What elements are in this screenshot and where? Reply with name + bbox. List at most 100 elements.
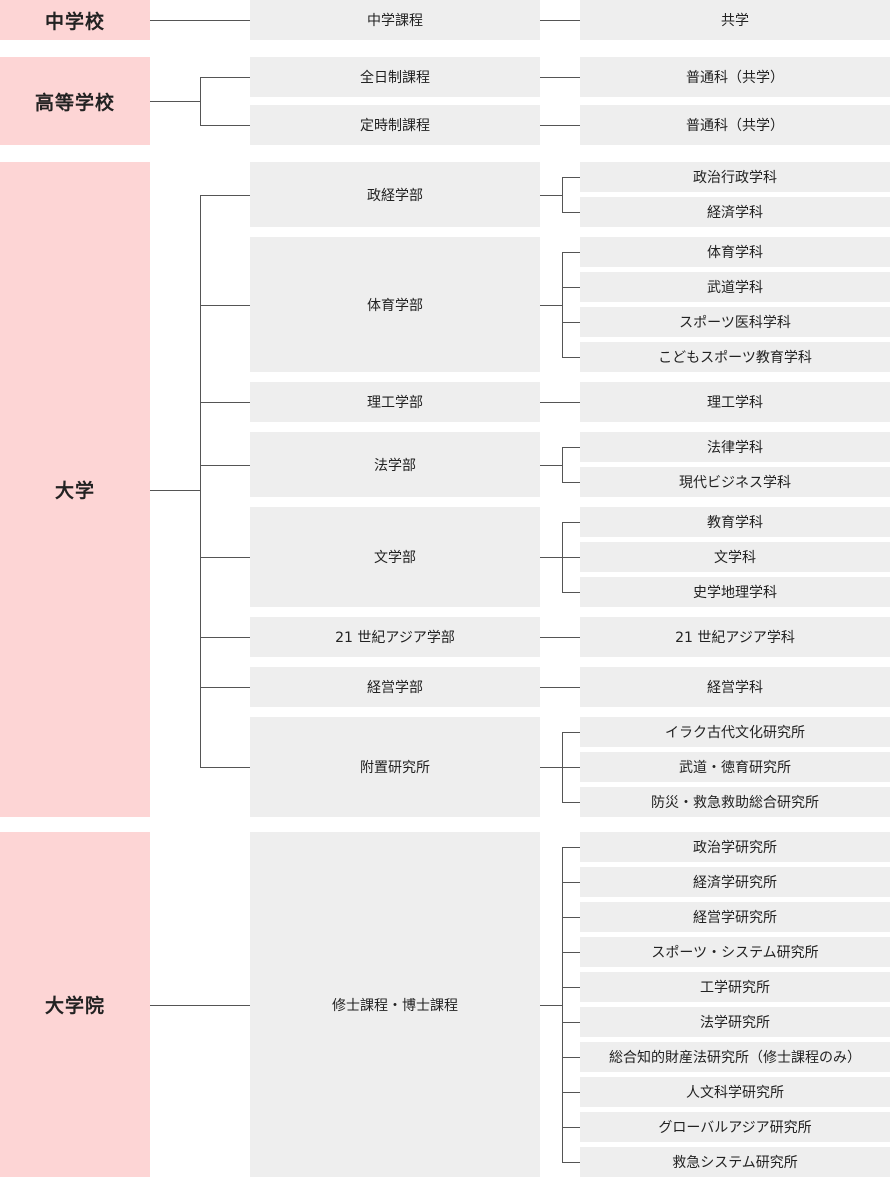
connector-line (562, 952, 580, 953)
connector-line (562, 322, 580, 323)
connector-line (562, 987, 580, 988)
department-box: イラク古代文化研究所 (580, 717, 890, 747)
connector-line (562, 847, 580, 848)
connector-line (200, 557, 250, 558)
department-box: 政治行政学科 (580, 162, 890, 192)
department-box: 史学地理学科 (580, 577, 890, 607)
connector-line (562, 1022, 580, 1023)
connector-line (200, 465, 250, 466)
unit-box: 全日制課程 (250, 57, 540, 97)
connector-line (562, 767, 580, 768)
unit-box: 修士課程・博士課程 (250, 832, 540, 1177)
department-box: 普通科（共学） (580, 105, 890, 145)
connector-line (562, 847, 563, 1163)
department-box: スポーツ医科学科 (580, 307, 890, 337)
connector-line (562, 252, 563, 358)
department-box: 武道学科 (580, 272, 890, 302)
connector-line (200, 77, 201, 126)
department-box: 防災・救急救助総合研究所 (580, 787, 890, 817)
department-box: 政治学研究所 (580, 832, 890, 862)
connector-line (540, 77, 580, 78)
department-box: 理工学科 (580, 382, 890, 422)
connector-line (540, 20, 580, 21)
connector-line (540, 305, 562, 306)
department-box: 法学研究所 (580, 1007, 890, 1037)
unit-box: 理工学部 (250, 382, 540, 422)
connector-line (562, 917, 580, 918)
department-box: 経営学科 (580, 667, 890, 707)
connector-line (540, 557, 562, 558)
connector-line (562, 557, 580, 558)
connector-line (562, 732, 580, 733)
connector-line (200, 402, 250, 403)
connector-line (200, 195, 250, 196)
connector-line (562, 357, 580, 358)
unit-box: 政経学部 (250, 162, 540, 227)
connector-line (200, 77, 250, 78)
connector-line (562, 177, 563, 213)
department-box: 人文科学研究所 (580, 1077, 890, 1107)
connector-line (562, 882, 580, 883)
connector-line (540, 402, 580, 403)
connector-line (562, 447, 563, 483)
department-box: 工学研究所 (580, 972, 890, 1002)
unit-box: 文学部 (250, 507, 540, 607)
department-box: 21 世紀アジア学科 (580, 617, 890, 657)
connector-line (200, 125, 250, 126)
unit-box: 定時制課程 (250, 105, 540, 145)
unit-box: 中学課程 (250, 0, 540, 40)
connector-line (562, 1092, 580, 1093)
department-box: スポーツ・システム研究所 (580, 937, 890, 967)
connector-line (562, 802, 580, 803)
department-box: 共学 (580, 0, 890, 40)
department-box: 総合知的財産法研究所（修士課程のみ） (580, 1042, 890, 1072)
connector-line (200, 767, 250, 768)
unit-box: 法学部 (250, 432, 540, 497)
department-box: 教育学科 (580, 507, 890, 537)
connector-line (540, 1005, 562, 1006)
connector-line (562, 287, 580, 288)
connector-line (200, 195, 201, 768)
department-box: 経済学科 (580, 197, 890, 227)
unit-box: 附置研究所 (250, 717, 540, 817)
department-box: 文学科 (580, 542, 890, 572)
connector-line (562, 212, 580, 213)
connector-line (540, 637, 580, 638)
connector-line (540, 687, 580, 688)
institution-box: 大学院 (0, 832, 150, 1177)
connector-line (150, 490, 200, 491)
connector-line (562, 522, 580, 523)
connector-line (540, 195, 562, 196)
connector-line (200, 687, 250, 688)
department-box: グローバルアジア研究所 (580, 1112, 890, 1142)
connector-line (200, 637, 250, 638)
connector-line (562, 1127, 580, 1128)
institution-box: 高等学校 (0, 57, 150, 145)
connector-line (540, 465, 562, 466)
connector-line (562, 1162, 580, 1163)
connector-line (562, 252, 580, 253)
connector-line (562, 1057, 580, 1058)
department-box: 普通科（共学） (580, 57, 890, 97)
connector-line (540, 125, 580, 126)
connector-line (540, 767, 562, 768)
department-box: 武道・徳育研究所 (580, 752, 890, 782)
department-box: 体育学科 (580, 237, 890, 267)
connector-line (562, 592, 580, 593)
department-box: 救急システム研究所 (580, 1147, 890, 1177)
department-box: 経済学研究所 (580, 867, 890, 897)
unit-box: 経営学部 (250, 667, 540, 707)
institution-box: 大学 (0, 162, 150, 817)
connector-line (150, 101, 200, 102)
connector-line (200, 305, 250, 306)
connector-line (562, 177, 580, 178)
connector-line (562, 447, 580, 448)
unit-box: 21 世紀アジア学部 (250, 617, 540, 657)
connector-line (150, 20, 250, 21)
connector-line (150, 1005, 250, 1006)
unit-box: 体育学部 (250, 237, 540, 372)
department-box: 法律学科 (580, 432, 890, 462)
department-box: こどもスポーツ教育学科 (580, 342, 890, 372)
connector-line (562, 482, 580, 483)
